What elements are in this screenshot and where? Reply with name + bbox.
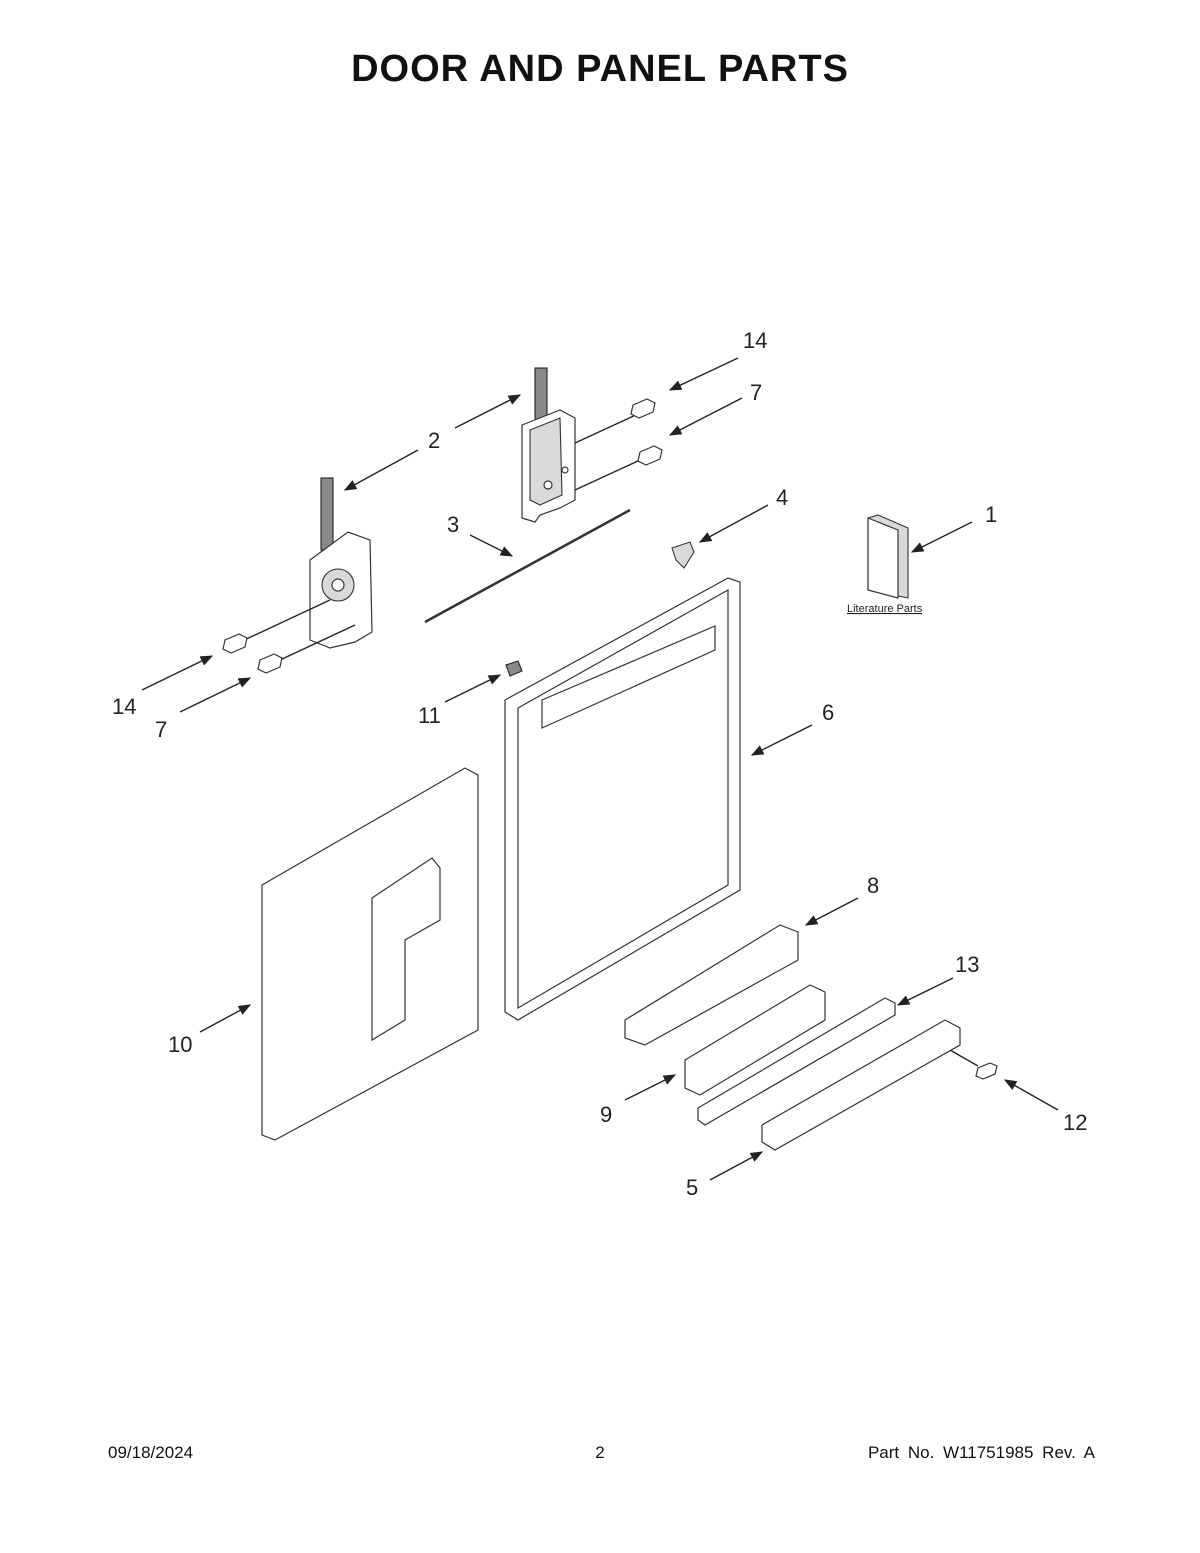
hinge-right — [521, 367, 641, 523]
callout-14-top: 14 — [743, 328, 767, 353]
callout-labels: 14 7 2 4 1 3 14 7 11 6 8 13 10 9 12 5 Li… — [112, 328, 1087, 1200]
toe-panel-lower — [684, 984, 826, 1096]
leader-lines — [141, 357, 1059, 1181]
clip — [671, 541, 695, 569]
callout-7-top: 7 — [750, 380, 762, 405]
side-panel — [261, 767, 479, 1141]
callout-10: 10 — [168, 1032, 192, 1057]
trim-strip — [697, 997, 896, 1126]
callout-4: 4 — [776, 485, 788, 510]
callout-8: 8 — [867, 873, 879, 898]
page-title: DOOR AND PANEL PARTS — [351, 48, 849, 90]
callout-6: 6 — [822, 700, 834, 725]
callout-5: 5 — [686, 1175, 698, 1200]
callout-7-left: 7 — [155, 717, 167, 742]
callout-2: 2 — [428, 428, 440, 453]
callout-3: 3 — [447, 512, 459, 537]
callout-14-left: 14 — [112, 694, 136, 719]
literature-parts — [867, 514, 909, 599]
callout-1: 1 — [985, 502, 997, 527]
callout-11: 11 — [418, 703, 441, 728]
callout-9: 9 — [600, 1102, 612, 1127]
screws — [222, 398, 998, 1080]
literature-parts-label: Literature Parts — [847, 603, 923, 615]
latch — [505, 660, 523, 677]
footer-page-number: 2 — [595, 1443, 605, 1462]
door-panel — [504, 577, 741, 1021]
callout-13: 13 — [955, 952, 979, 977]
toe-panel-upper — [624, 924, 799, 1046]
rod — [424, 508, 631, 624]
bottom-bracket — [761, 1019, 961, 1151]
footer-date: 09/18/2024 — [108, 1443, 194, 1462]
footer-part-number: Part No. W11751985 Rev. A — [867, 1443, 1095, 1462]
hinge-left — [239, 477, 373, 661]
callout-12: 12 — [1063, 1110, 1087, 1135]
